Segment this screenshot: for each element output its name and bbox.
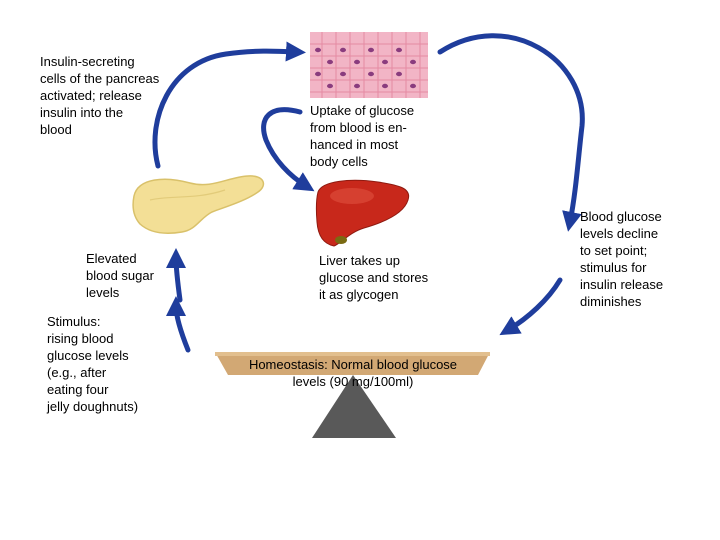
arrows [152,33,585,353]
arrow-to-pancreas [166,296,191,353]
arrow-to-liver [261,107,315,192]
label-insulin-secreting: Insulin-secreting cells of the pancreas … [40,54,160,137]
body-cells-illustration [310,32,428,98]
arrow-to-cells [152,41,306,169]
label-decline: Blood glucose levels decline to set poin… [580,209,664,309]
pancreas-illustration [132,175,265,235]
arrow-to-elevated [166,248,187,303]
arrow-top-loop [437,33,585,232]
label-liver: Liver takes up glucose and stores it as … [319,253,429,302]
label-elevated: Elevated blood sugar levels [86,251,154,300]
arrow-to-homeostasis [499,277,563,336]
label-uptake: Uptake of glucose from blood is en- hanc… [310,103,415,169]
label-homeostasis: Homeostasis: Normal blood glucose levels… [248,357,458,389]
balance-seesaw [215,352,490,438]
liver-illustration [315,179,410,247]
label-stimulus: Stimulus: rising blood glucose levels (e… [47,314,139,414]
